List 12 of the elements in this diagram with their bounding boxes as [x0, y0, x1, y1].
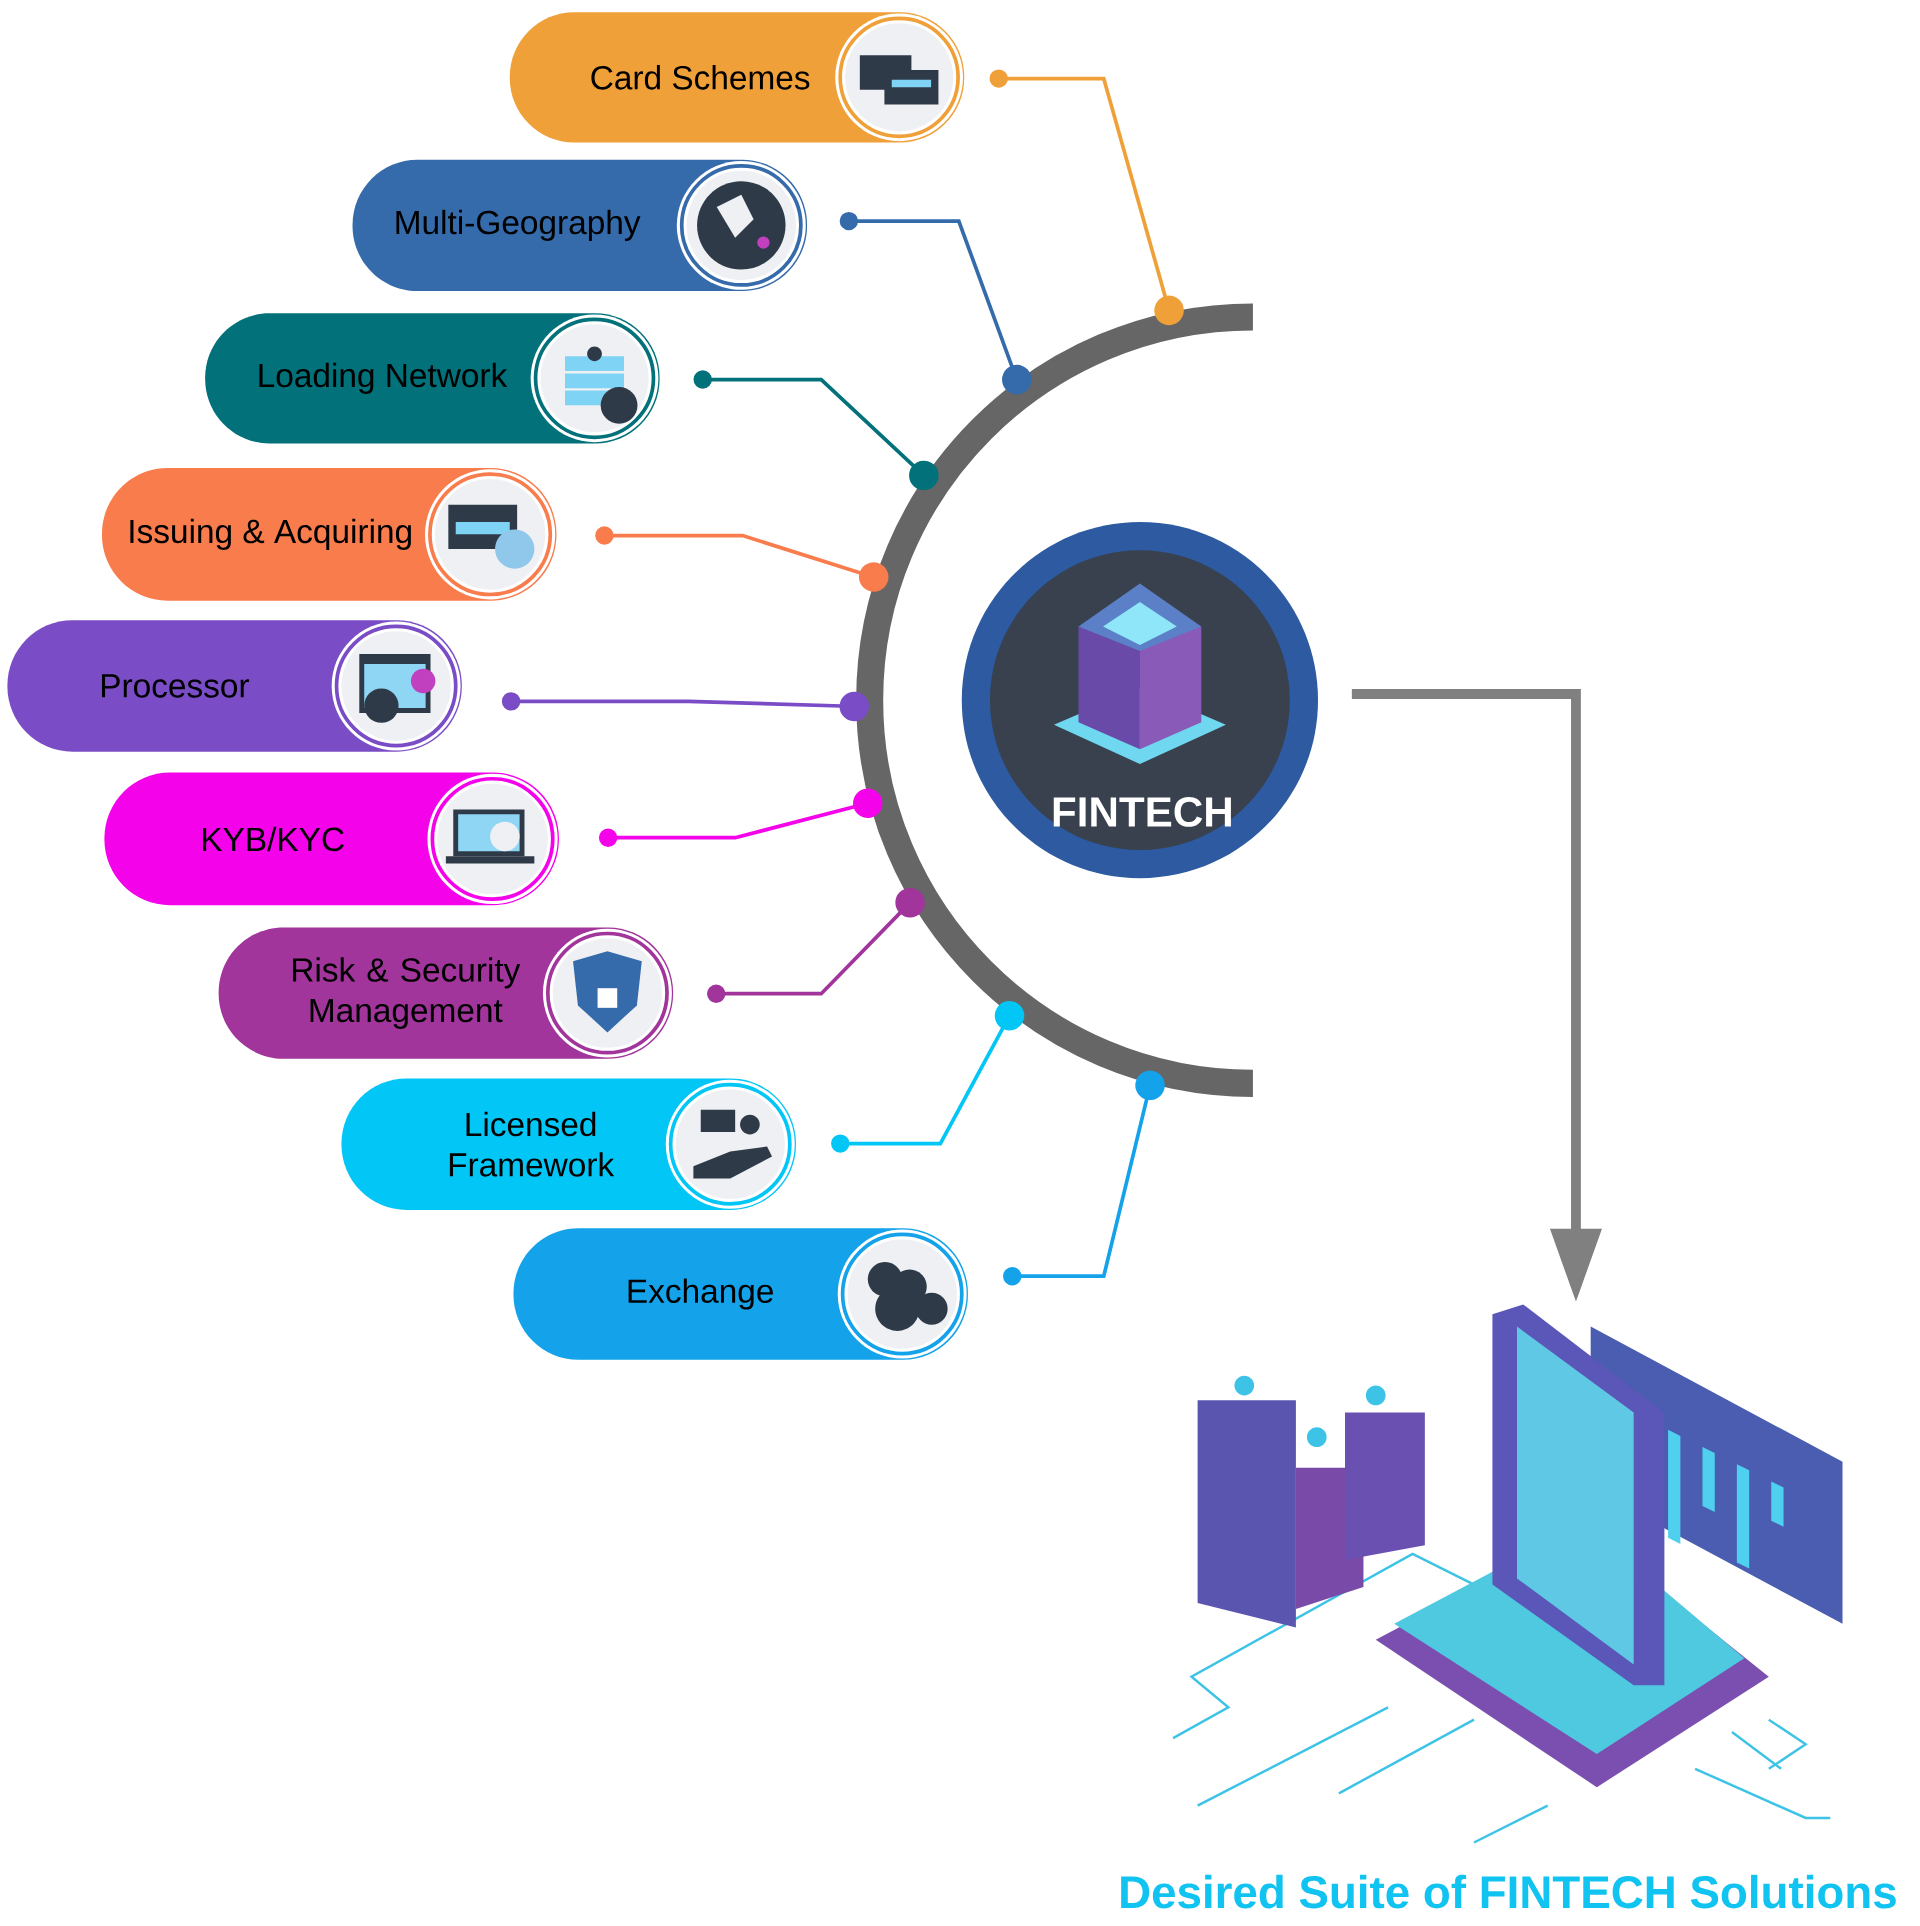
connector-line — [831, 1000, 1025, 1153]
connector-line — [598, 788, 883, 847]
caption: Desired Suite of FINTECH Solutions — [1121, 1874, 1896, 1909]
arc-band — [856, 303, 1254, 1097]
connector-line — [839, 211, 1032, 395]
connector-line — [595, 526, 889, 592]
connector-line — [501, 691, 870, 722]
connector-line — [693, 370, 939, 491]
connector-line — [989, 69, 1184, 326]
fintech-illustration-drawing — [1172, 1304, 1843, 1844]
connector-line — [1003, 1070, 1165, 1286]
connector-line — [707, 887, 925, 1003]
